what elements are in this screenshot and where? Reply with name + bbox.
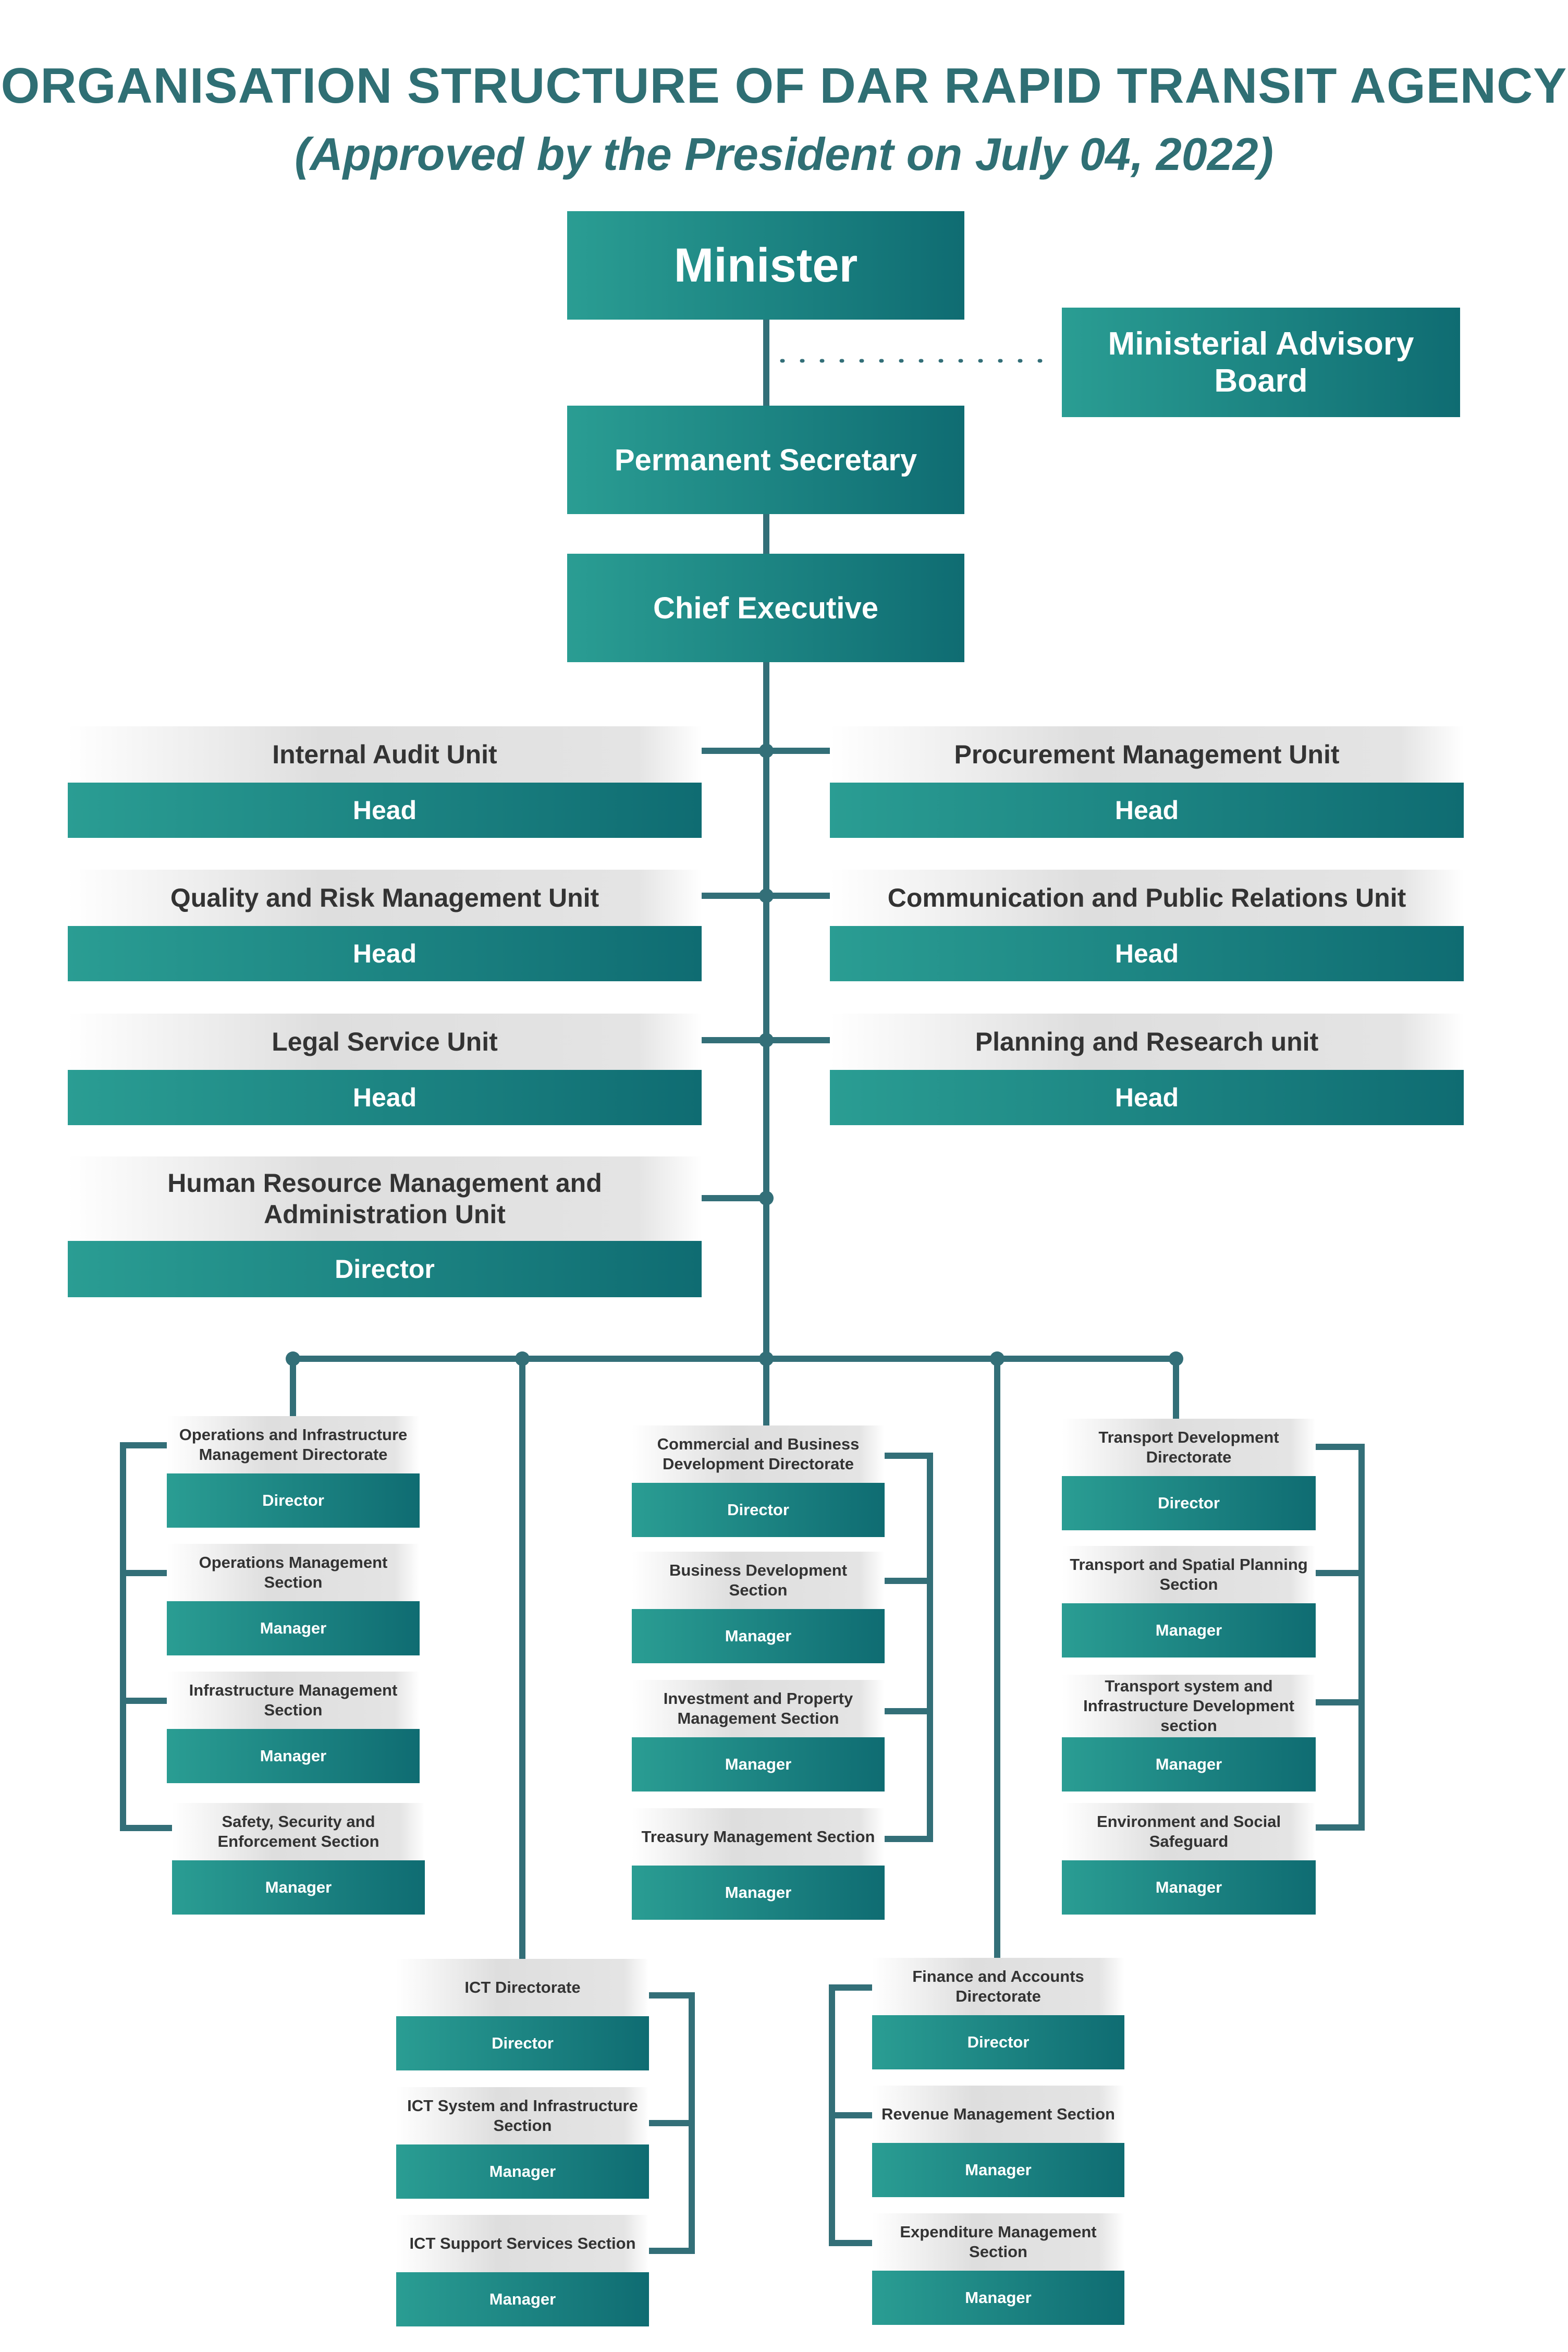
section-name: Operations Management Section	[167, 1544, 420, 1601]
transport-bracket	[1316, 1444, 1365, 1831]
section-name: ICT Support Services Section	[396, 2215, 649, 2272]
finance-directorate: Finance and Accounts Directorate Directo…	[872, 1958, 1124, 2069]
unit-internal-audit: Internal Audit Unit Head	[68, 726, 702, 838]
safety-security-section: Safety, Security and Enforcement Section…	[172, 1803, 425, 1915]
junction-dot	[759, 1033, 774, 1047]
treasury-management-section: Treasury Management Section Manager	[632, 1808, 885, 1920]
section-name: ICT Directorate	[396, 1959, 649, 2016]
section-name: Transport and Spatial Planning Section	[1062, 1546, 1316, 1603]
junction-dot	[759, 744, 774, 758]
unit-name: Legal Service Unit	[68, 1014, 702, 1070]
unit-legal-service: Legal Service Unit Head	[68, 1014, 702, 1125]
operations-bracket	[120, 1442, 172, 1831]
junction-dot	[759, 1351, 774, 1366]
unit-role: Head	[830, 926, 1464, 981]
expenditure-management-section: Expenditure Management Section Manager	[872, 2213, 1124, 2325]
section-name: Finance and Accounts Directorate	[872, 1958, 1124, 2015]
section-name: Environment and Social Safeguard	[1062, 1803, 1316, 1860]
ict-system-section: ICT System and Infrastructure Section Ma…	[396, 2087, 649, 2199]
section-role: Manager	[632, 1866, 885, 1920]
section-name: Revenue Management Section	[872, 2086, 1124, 2143]
investment-property-section: Investment and Property Management Secti…	[632, 1680, 885, 1792]
transport-directorate: Transport Development Directorate Direct…	[1062, 1419, 1316, 1530]
unit-human-resource: Human Resource Management and Administra…	[68, 1156, 702, 1297]
junction-dot	[990, 1351, 1005, 1366]
unit-name: Human Resource Management and Administra…	[68, 1156, 702, 1241]
unit-role: Head	[68, 783, 702, 838]
commercial-directorate: Commercial and Business Development Dire…	[632, 1425, 885, 1537]
section-name: Investment and Property Management Secti…	[632, 1680, 885, 1737]
section-role: Manager	[872, 2271, 1124, 2325]
section-role: Director	[396, 2016, 649, 2070]
section-role: Director	[1062, 1476, 1316, 1530]
section-role: Manager	[167, 1729, 420, 1783]
junction-dot	[1169, 1351, 1183, 1366]
section-name: Expenditure Management Section	[872, 2213, 1124, 2271]
section-role: Manager	[396, 2144, 649, 2199]
unit-role: Director	[68, 1241, 702, 1297]
commercial-bracket	[885, 1453, 933, 1842]
operations-management-section: Operations Management Section Manager	[167, 1544, 420, 1655]
permanent-secretary-box: Permanent Secretary	[567, 406, 964, 514]
section-role: Manager	[632, 1609, 885, 1663]
section-role: Manager	[872, 2143, 1124, 2197]
operations-directorate: Operations and Infrastructure Management…	[167, 1416, 420, 1528]
unit-name: Procurement Management Unit	[830, 726, 1464, 783]
junction-dot	[286, 1351, 300, 1366]
advisory-board-box: Ministerial Advisory Board	[1062, 308, 1460, 417]
unit-quality-risk: Quality and Risk Management Unit Head	[68, 870, 702, 981]
unit-role: Head	[830, 1070, 1464, 1125]
section-name: Operations and Infrastructure Management…	[167, 1416, 420, 1473]
unit-name: Quality and Risk Management Unit	[68, 870, 702, 926]
ict-directorate: ICT Directorate Director	[396, 1959, 649, 2070]
unit-role: Head	[830, 783, 1464, 838]
page-title: ORGANISATION STRUCTURE OF DAR RAPID TRAN…	[1, 58, 1567, 114]
unit-communication: Communication and Public Relations Unit …	[830, 870, 1464, 981]
unit-name: Planning and Research unit	[830, 1014, 1464, 1070]
section-name: Safety, Security and Enforcement Section	[172, 1803, 425, 1860]
minister-box: Minister	[567, 211, 964, 320]
section-role: Manager	[396, 2272, 649, 2326]
section-role: Manager	[1062, 1737, 1316, 1792]
junction-dot	[759, 1191, 774, 1205]
unit-name: Internal Audit Unit	[68, 726, 702, 783]
section-role: Director	[872, 2015, 1124, 2069]
business-development-section: Business Development Section Manager	[632, 1552, 885, 1663]
revenue-management-section: Revenue Management Section Manager	[872, 2086, 1124, 2197]
section-role: Director	[167, 1473, 420, 1528]
section-name: ICT System and Infrastructure Section	[396, 2087, 649, 2144]
infrastructure-management-section: Infrastructure Management Section Manage…	[167, 1672, 420, 1783]
chief-executive-box: Chief Executive	[567, 554, 964, 662]
section-name: Transport Development Directorate	[1062, 1419, 1316, 1476]
section-role: Manager	[172, 1860, 425, 1915]
transport-spatial-planning-section: Transport and Spatial Planning Section M…	[1062, 1546, 1316, 1658]
section-name: Business Development Section	[632, 1552, 885, 1609]
unit-role: Head	[68, 926, 702, 981]
unit-role: Head	[68, 1070, 702, 1125]
unit-planning-research: Planning and Research unit Head	[830, 1014, 1464, 1125]
environment-social-section: Environment and Social Safeguard Manager	[1062, 1803, 1316, 1915]
section-role: Manager	[632, 1737, 885, 1792]
unit-name: Communication and Public Relations Unit	[830, 870, 1464, 926]
transport-system-section: Transport system and Infrastructure Deve…	[1062, 1675, 1316, 1792]
section-name: Commercial and Business Development Dire…	[632, 1425, 885, 1483]
ict-support-section: ICT Support Services Section Manager	[396, 2215, 649, 2326]
section-role: Director	[632, 1483, 885, 1537]
section-role: Manager	[167, 1601, 420, 1655]
section-name: Treasury Management Section	[632, 1808, 885, 1866]
section-name: Transport system and Infrastructure Deve…	[1062, 1675, 1316, 1737]
section-role: Manager	[1062, 1603, 1316, 1658]
section-role: Manager	[1062, 1860, 1316, 1915]
junction-dot	[515, 1351, 530, 1366]
section-name: Infrastructure Management Section	[167, 1672, 420, 1729]
unit-procurement: Procurement Management Unit Head	[830, 726, 1464, 838]
page-subtitle: (Approved by the President on July 04, 2…	[295, 128, 1273, 180]
junction-dot	[759, 888, 774, 903]
